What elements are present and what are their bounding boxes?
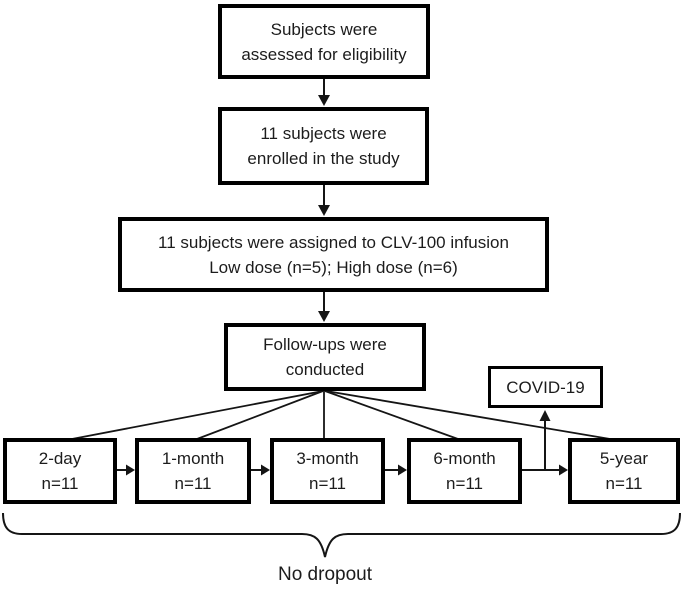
flow-box-followups-line1: Follow-ups were xyxy=(263,335,387,354)
timepoint-count: n=11 xyxy=(308,474,347,493)
fanout-lines-followups-to-timepoints xyxy=(71,390,617,441)
arrow-1month-to-3month xyxy=(251,464,270,476)
flow-box-covid-label: COVID-19 xyxy=(506,377,585,397)
flow-box-enrolled-line2: enrolled in the study xyxy=(247,149,400,168)
flow-box-followups-line2: conducted xyxy=(285,360,365,379)
timepoint-label: 6-month xyxy=(433,449,496,468)
flow-box-enrolled-line1: 11 subjects were xyxy=(260,124,387,143)
arrow-assigned-to-followups xyxy=(318,292,330,322)
flow-box-eligibility: Subjects were assessed for eligibility xyxy=(218,4,430,79)
timepoint-count: n=11 xyxy=(605,474,643,493)
flow-box-assigned-line1: 11 subjects were assigned to CLV-100 inf… xyxy=(158,232,509,252)
flow-box-timepoint-5year: 5-year n=11 xyxy=(568,438,680,504)
no-dropout-label: No dropout xyxy=(277,564,372,585)
timepoint-label: 1-month xyxy=(161,449,225,468)
arrow-to-covid xyxy=(539,410,551,470)
timepoint-label: 3-month xyxy=(296,449,359,468)
flow-box-timepoint-2day: 2-day n=11 xyxy=(3,438,117,504)
timepoint-count: n=11 xyxy=(41,474,79,493)
arrow-6month-to-5year xyxy=(522,464,568,476)
timepoint-label: 2-day xyxy=(38,449,82,468)
flow-box-timepoint-6month: 6-month n=11 xyxy=(407,438,522,504)
flow-box-timepoint-1month: 1-month n=11 xyxy=(135,438,251,504)
flow-box-followups: Follow-ups were conducted xyxy=(224,323,426,391)
flow-box-timepoint-3month: 3-month n=11 xyxy=(270,438,385,504)
no-dropout-brace xyxy=(2,512,681,558)
timepoint-count: n=11 xyxy=(445,474,484,493)
arrow-3month-to-6month xyxy=(385,464,407,476)
arrow-2day-to-1month xyxy=(117,464,135,476)
flow-box-covid: COVID-19 xyxy=(488,366,603,408)
flow-box-assigned-line2: Low dose (n=5); High dose (n=6) xyxy=(209,257,458,277)
flow-box-eligibility-line1: Subjects were xyxy=(270,19,378,39)
flow-box-eligibility-line2: assessed for eligibility xyxy=(241,44,407,64)
arrow-eligibility-to-enrolled xyxy=(318,79,330,106)
arrow-enrolled-to-assigned xyxy=(318,185,330,216)
timepoint-count: n=11 xyxy=(174,474,212,493)
timepoint-label: 5-year xyxy=(599,449,649,468)
flow-box-assigned: 11 subjects were assigned to CLV-100 inf… xyxy=(118,217,549,292)
flow-box-enrolled: 11 subjects were enrolled in the study xyxy=(218,107,429,185)
